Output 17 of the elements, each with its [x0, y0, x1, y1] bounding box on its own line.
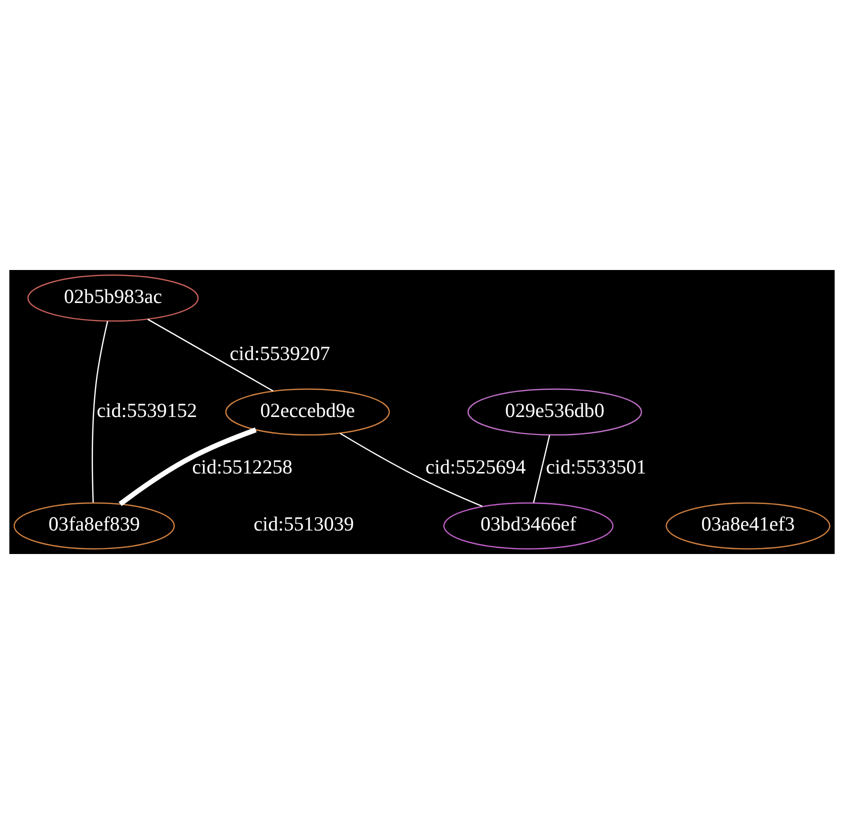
connector — [340, 432, 482, 507]
edge-label: cid:5539207 — [230, 342, 330, 365]
connector — [92, 321, 108, 502]
node-ellipse: 029e536db0 — [467, 388, 642, 436]
node-ellipse: 02eccebd9e — [225, 388, 390, 436]
edge-label: cid:5533501 — [546, 456, 646, 479]
edge-label: cid:5525694 — [426, 456, 526, 479]
edge-label: cid:5512258 — [192, 456, 292, 479]
node-ellipse: 03bd3466ef — [443, 502, 614, 550]
label: cid:5513039 — [254, 514, 354, 536]
node-ellipse: 03fa8ef839 — [14, 502, 175, 550]
connector — [118, 428, 257, 506]
connector — [533, 435, 550, 503]
edge-label: cid:5539152 — [96, 400, 198, 422]
node-ellipse: 03a8e41ef3 — [666, 502, 830, 550]
node-ellipse: 02b5b983ac — [27, 274, 199, 322]
connector — [148, 318, 274, 392]
